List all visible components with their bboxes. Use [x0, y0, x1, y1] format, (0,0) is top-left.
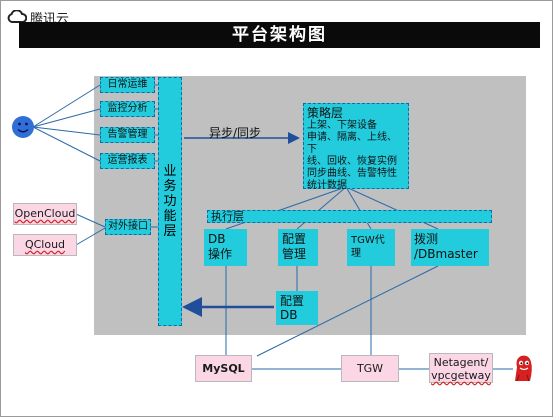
module-line: DB — [208, 232, 226, 246]
strategy-line: 申请、隔离、上线、下 — [307, 132, 397, 155]
client-label: OpenCloud — [14, 207, 76, 220]
module-line: /DBmaster — [414, 247, 478, 261]
module-db-ops: DB 操作 — [204, 229, 247, 266]
module-line: 理 — [351, 248, 361, 259]
client-qcloud: QCloud — [13, 234, 77, 256]
title-bar: 平台架构图 — [19, 22, 540, 48]
page-title: 平台架构图 — [232, 25, 327, 45]
strategy-line: 同步曲线、告警特性 — [307, 168, 397, 179]
external-api-box: 对外接口 — [105, 219, 151, 235]
config-db-line: DB — [280, 308, 298, 322]
execution-layer-bar: 执行层 — [207, 210, 492, 223]
module-tgw-proxy: TGW代 理 — [347, 229, 395, 266]
menu-item-monitoring: 监控分析 — [100, 101, 155, 117]
module-probe-dbmaster: 拨测 /DBmaster — [411, 229, 489, 266]
mascot-icon — [515, 355, 532, 382]
netagent-line: Netagent/ — [433, 356, 489, 369]
module-line: 配置 — [282, 232, 307, 246]
strategy-line: 统计数据 — [307, 180, 347, 191]
module-line: 操作 — [208, 247, 233, 261]
strategy-line: 线、回收、恢复实例 — [307, 156, 397, 167]
menu-item-alerts: 告警管理 — [100, 127, 155, 143]
business-layer-column: 业务功能层 — [158, 77, 182, 326]
client-label: QCloud — [24, 238, 66, 251]
user-smiley-icon — [12, 116, 34, 138]
module-line: 管理 — [282, 247, 307, 261]
strategy-line: 上架、下架设备 — [307, 120, 377, 131]
mysql-box: MySQL — [195, 355, 252, 382]
module-line: 拨测 — [414, 232, 439, 246]
business-layer-label: 业务功能层 — [163, 164, 177, 239]
cloud-icon — [7, 10, 27, 23]
client-opencloud: OpenCloud — [13, 203, 77, 225]
menu-item-reports: 运营报表 — [100, 153, 155, 169]
strategy-layer-box: 策略层 上架、下架设备 申请、隔离、上线、下 线、回收、恢复实例 同步曲线、告警… — [303, 103, 409, 191]
netagent-line: vpcgetway — [431, 369, 491, 382]
config-db-line: 配置 — [280, 294, 305, 308]
strategy-layer-title: 策略层 — [307, 106, 344, 120]
module-config-mgmt: 配置 管理 — [278, 229, 318, 266]
menu-item-daily-ops: 日常运维 — [100, 77, 155, 93]
netagent-box: Netagent/ vpcgetway — [429, 353, 493, 383]
module-line: TGW代 — [351, 235, 385, 246]
sync-label: 异步/同步 — [209, 126, 262, 140]
config-db-box: 配置 DB — [276, 291, 318, 325]
tgw-box: TGW — [341, 355, 399, 382]
